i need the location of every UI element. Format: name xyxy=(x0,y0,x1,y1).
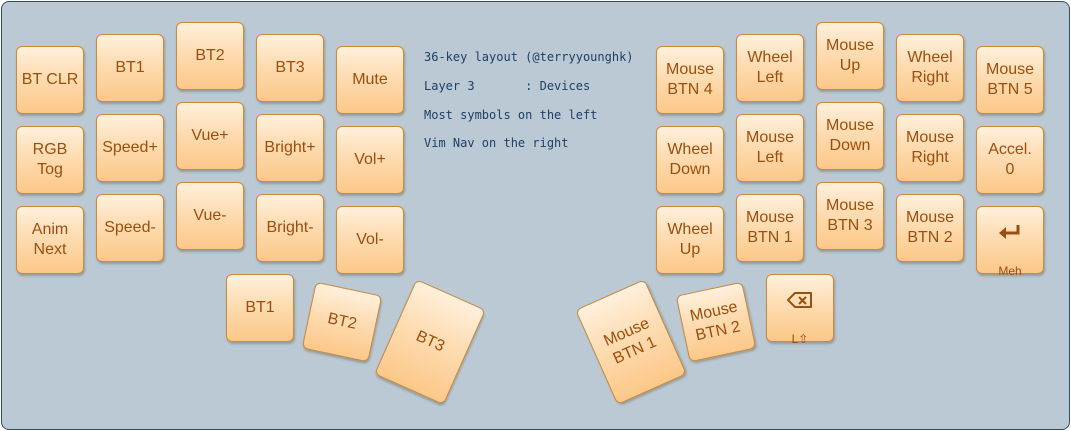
enter-icon xyxy=(997,202,1023,262)
key-right-r3-c4: Mouse BTN 2 xyxy=(896,194,964,262)
key-right-thumb-3: L⇧ xyxy=(766,274,834,346)
key-right-r3-c3: Mouse BTN 3 xyxy=(816,182,884,250)
key-right-r2-c1: Wheel Down xyxy=(656,126,724,194)
key-right-thumb-1: Mouse BTN 1 xyxy=(575,279,687,405)
key-right-r2-c3: Mouse Down xyxy=(816,102,884,170)
key-left-r1-c4: BT3 xyxy=(256,34,324,102)
right-hand-note: Vim Nav on the right xyxy=(424,136,569,150)
key-left-r3-c5: Vol- xyxy=(336,206,404,274)
key-left-thumb-1: BT1 xyxy=(226,274,294,342)
key-right-r3-c2: Mouse BTN 1 xyxy=(736,194,804,262)
backspace-icon xyxy=(786,270,814,330)
key-right-r3-c5: Meh xyxy=(976,206,1044,278)
layer-note: Layer 3 : Devices xyxy=(424,79,591,93)
key-right-r1-c5: Mouse BTN 5 xyxy=(976,46,1044,114)
left-hand-note: Most symbols on the left xyxy=(424,108,598,122)
key-left-r2-c3: Vue+ xyxy=(176,102,244,170)
key-left-r3-c3: Vue- xyxy=(176,182,244,250)
key-left-r2-c4: Bright+ xyxy=(256,114,324,182)
key-left-thumb-2: BT2 xyxy=(301,281,383,363)
key-right-r1-c1: Mouse BTN 4 xyxy=(656,46,724,114)
key-left-thumb-3: BT3 xyxy=(374,279,486,405)
key-right-r1-c4: Wheel Right xyxy=(896,34,964,102)
key-right-r1-c2: Wheel Left xyxy=(736,34,804,102)
meh-modifier-label: Meh xyxy=(998,264,1022,278)
key-right-r1-c3: Mouse Up xyxy=(816,22,884,90)
key-right-r2-c5: Accel. 0 xyxy=(976,126,1044,194)
key-left-r1-c2: BT1 xyxy=(96,34,164,102)
layer-shift-label: L⇧ xyxy=(791,332,809,346)
key-left-r2-c5: Vol+ xyxy=(336,126,404,194)
key-right-r2-c4: Mouse Right xyxy=(896,114,964,182)
key-left-r1-c1: BT CLR xyxy=(16,46,84,114)
layout-title-note: 36-key layout (@terryyounghk) xyxy=(424,50,634,64)
key-right-r2-c2: Mouse Left xyxy=(736,114,804,182)
key-right-thumb-2: Mouse BTN 2 xyxy=(675,281,757,363)
key-left-r3-c1: Anim Next xyxy=(16,206,84,274)
key-left-r1-c3: BT2 xyxy=(176,22,244,90)
key-left-r3-c4: Bright- xyxy=(256,194,324,262)
key-left-r2-c2: Speed+ xyxy=(96,114,164,182)
key-left-r2-c1: RGB Tog xyxy=(16,126,84,194)
key-left-r3-c2: Speed- xyxy=(96,194,164,262)
key-left-r1-c5: Mute xyxy=(336,46,404,114)
key-right-r3-c1: Wheel Up xyxy=(656,206,724,274)
